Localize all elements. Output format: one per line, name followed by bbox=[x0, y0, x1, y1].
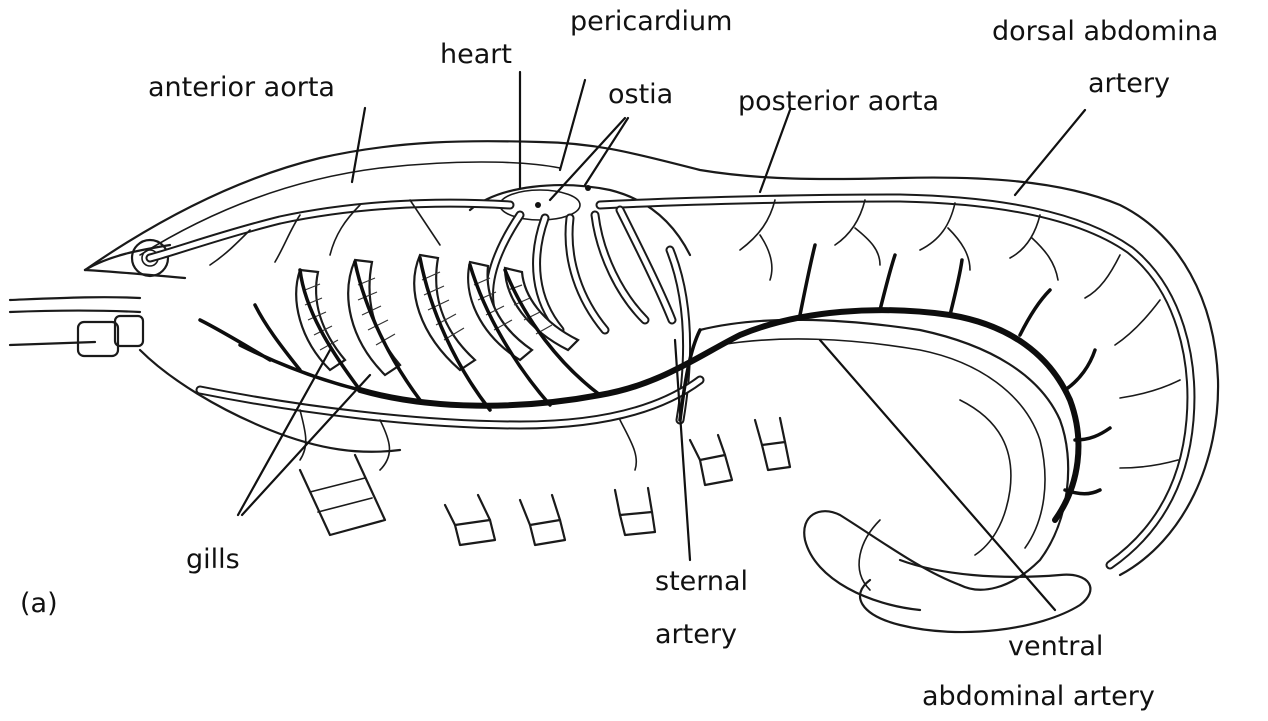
label-sternal-line2: artery bbox=[655, 619, 737, 650]
label-ventral-line2: abdominal artery bbox=[922, 681, 1155, 712]
label-posterior-aorta: posterior aorta bbox=[738, 86, 939, 117]
legs bbox=[300, 418, 790, 545]
label-dorsal-abdominal-line2: artery bbox=[1088, 68, 1170, 99]
label-ostia: ostia bbox=[608, 79, 673, 110]
label-dorsal-abdominal-line1: dorsal abdomina bbox=[992, 16, 1218, 47]
label-anterior-aorta: anterior aorta bbox=[148, 72, 335, 103]
arterial-vessels bbox=[150, 198, 1191, 565]
label-heart: heart bbox=[440, 39, 512, 70]
label-pericardium: pericardium bbox=[570, 6, 732, 37]
label-gills: gills bbox=[186, 544, 240, 575]
label-sternal-line1: sternal bbox=[655, 566, 748, 597]
label-ventral-line1: ventral bbox=[1008, 631, 1103, 662]
panel-label: (a) bbox=[20, 588, 58, 619]
